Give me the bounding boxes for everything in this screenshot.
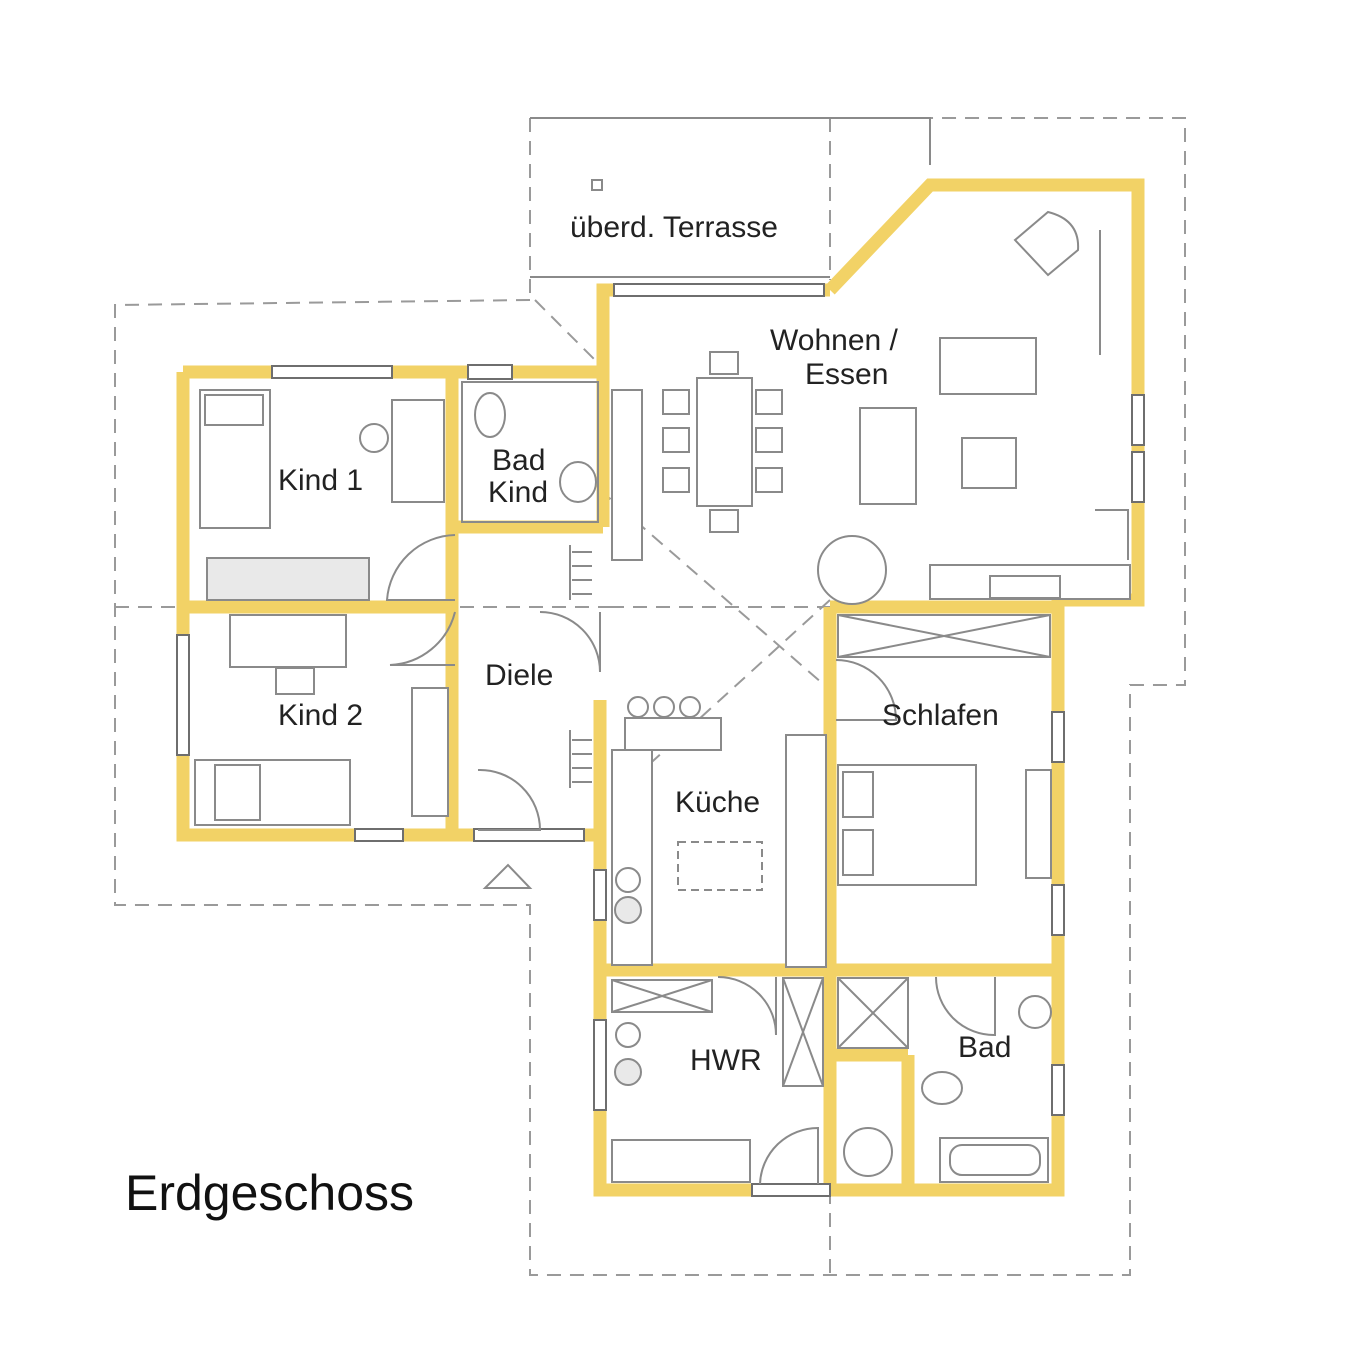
dining-table xyxy=(696,377,753,507)
window xyxy=(176,634,190,756)
floor-title: Erdgeschoss xyxy=(125,1165,414,1221)
washing-machine xyxy=(615,867,641,893)
dresser xyxy=(1025,769,1052,879)
hwr-furniture xyxy=(611,977,824,1183)
terrace-area xyxy=(530,117,931,278)
window xyxy=(1131,394,1145,446)
window xyxy=(1051,1064,1065,1116)
kitchen-counter xyxy=(611,749,653,966)
label-diele: Diele xyxy=(485,659,553,692)
kitchen-furniture xyxy=(611,696,827,968)
room-labels: überd. Terrasse Wohnen / Essen Kind 1 Ba… xyxy=(278,211,1011,1077)
window xyxy=(593,869,607,921)
coffee-table xyxy=(961,437,1017,489)
window xyxy=(467,364,513,380)
diele-fixtures xyxy=(569,545,592,788)
chair xyxy=(359,423,389,453)
dining-furniture xyxy=(611,351,783,561)
bad-fixtures xyxy=(837,977,1052,1183)
label-terrace: überd. Terrasse xyxy=(570,211,778,244)
window xyxy=(613,283,825,297)
kind2-furniture xyxy=(194,614,449,826)
fridge-cabinet xyxy=(785,734,827,968)
label-bad-kind-1: Bad xyxy=(492,444,545,477)
windows xyxy=(176,283,1145,1197)
sofa xyxy=(859,407,917,505)
label-bad: Bad xyxy=(958,1031,1011,1064)
sofa xyxy=(939,337,1037,395)
label-bad-kind-2: Kind xyxy=(488,476,548,509)
doors xyxy=(385,534,996,1185)
desk xyxy=(391,399,445,503)
label-hwr: HWR xyxy=(690,1044,762,1077)
label-living-1: Wohnen / xyxy=(770,324,899,357)
sideboard xyxy=(611,389,643,561)
label-schlafen: Schlafen xyxy=(882,699,999,732)
counter xyxy=(624,717,722,751)
bad-kind-fixtures xyxy=(461,381,599,523)
window xyxy=(354,828,404,842)
washbasin xyxy=(1018,995,1052,1029)
label-kueche: Küche xyxy=(675,786,760,819)
schlafen-furniture xyxy=(837,614,1052,886)
window xyxy=(271,365,393,379)
label-kind2: Kind 2 xyxy=(278,699,363,732)
column-marker xyxy=(591,179,603,191)
cabinet xyxy=(611,1139,751,1183)
window xyxy=(1051,711,1065,763)
label-kind1: Kind 1 xyxy=(278,464,363,497)
living-furniture xyxy=(817,210,1131,605)
washbasin xyxy=(843,1127,893,1177)
chair xyxy=(275,667,315,695)
shower xyxy=(837,977,909,1049)
toilet xyxy=(474,392,506,438)
armchair xyxy=(1013,210,1080,277)
kitchen-island xyxy=(677,841,763,891)
entrance-arrow xyxy=(482,863,533,889)
window xyxy=(593,1019,607,1111)
wardrobe xyxy=(411,687,449,817)
window xyxy=(1131,451,1145,503)
wardrobe xyxy=(206,557,370,601)
window xyxy=(1051,884,1065,936)
window xyxy=(751,1183,831,1197)
washbasin xyxy=(559,461,597,503)
kind1-furniture xyxy=(199,389,445,601)
desk xyxy=(229,614,347,668)
label-living-2: Essen xyxy=(805,358,888,391)
stove xyxy=(817,535,887,605)
toilet xyxy=(921,1071,963,1105)
